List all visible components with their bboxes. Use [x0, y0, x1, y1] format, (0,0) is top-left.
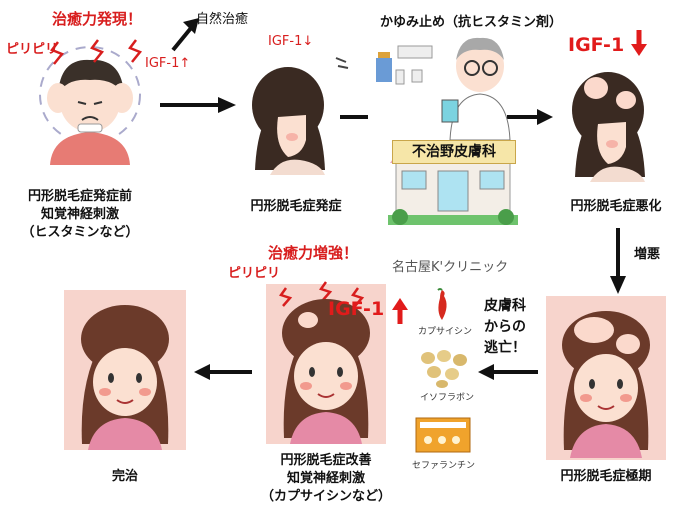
arrow-improving-to-cured — [194, 364, 252, 380]
igf-up-large: IGF-1 — [328, 298, 385, 320]
aggravation-label: 増悪 — [634, 247, 661, 262]
natural-healing-label: 自然治癒 — [196, 12, 249, 27]
igf-down-small: IGF-1↓ — [268, 34, 314, 49]
healing-found-label: 治癒力発現！ — [52, 10, 143, 28]
red-squiggle-improving-1 — [278, 287, 293, 307]
tingle-label-top: ピリピリ — [6, 42, 59, 57]
arrow-clinic-to-worsening — [507, 109, 553, 125]
stage-pre-onset-label: 円形脱毛症発症前知覚神経刺激（ヒスタミンなど） — [21, 189, 139, 240]
igf-up-small: IGF-1↑ — [145, 56, 191, 71]
illustration-medicine — [376, 45, 433, 85]
stage-peak-label: 円形脱毛症極期 — [560, 469, 652, 484]
dash-mark-onset — [335, 57, 349, 69]
arrow-peak-to-supplements — [478, 364, 538, 380]
red-squiggle-left — [50, 41, 65, 65]
clinic-sign: 不治野皮膚科 — [392, 140, 516, 164]
red-squiggle-right — [128, 39, 143, 63]
cepharanthine-label: セファランチン — [412, 461, 476, 471]
healing-boost-label: 治癒力増強！ — [268, 244, 359, 262]
stage-worsening-label: 円形脱毛症悪化 — [570, 199, 662, 214]
cepharanthine-package-icon — [415, 417, 471, 453]
arrow-pre-to-onset — [160, 97, 236, 113]
illustration-girl-improving — [282, 299, 370, 444]
red-squiggle-mid — [90, 39, 105, 63]
illustration-doctor — [441, 37, 511, 141]
red-squiggle-improving-3 — [350, 287, 365, 307]
tingle-label-mid: ピリピリ — [228, 266, 281, 281]
itch-stop-label: かゆみ止め（抗ヒスタミン剤） — [380, 15, 563, 30]
illustration-scratching-boy — [39, 46, 141, 165]
igf-down-large: IGF-1 — [568, 34, 625, 56]
illustration-girl-peak — [562, 311, 650, 458]
arrow-to-natural-healing — [171, 18, 199, 52]
igf-up-arrow-icon — [392, 298, 408, 324]
arrow-worsening-to-peak — [610, 228, 626, 294]
stage-cured-label: 完治 — [111, 469, 138, 484]
soybeans-icon — [421, 350, 467, 388]
clinic-logo: 名古屋K'クリニック — [392, 260, 509, 275]
illustration-girl-onset — [252, 67, 325, 175]
illustration-girl-worsening — [572, 72, 645, 182]
stage-improving-label: 円形脱毛症改善知覚神経刺激（カプサイシンなど） — [260, 453, 391, 504]
red-squiggle-improving-2 — [318, 281, 333, 301]
isoflavone-label: イソフラボン — [420, 393, 475, 403]
igf-down-arrow-icon — [631, 30, 647, 56]
illustration-girl-cured — [81, 305, 169, 450]
escape-from-dermatology-label: 皮膚科からの逃亡！ — [484, 298, 526, 356]
connector-onset-to-clinic — [340, 115, 368, 119]
capsaicin-label: カプサイシン — [418, 327, 473, 337]
stage-onset-label: 円形脱毛症発症 — [250, 199, 342, 214]
chili-pepper-icon — [437, 288, 447, 320]
